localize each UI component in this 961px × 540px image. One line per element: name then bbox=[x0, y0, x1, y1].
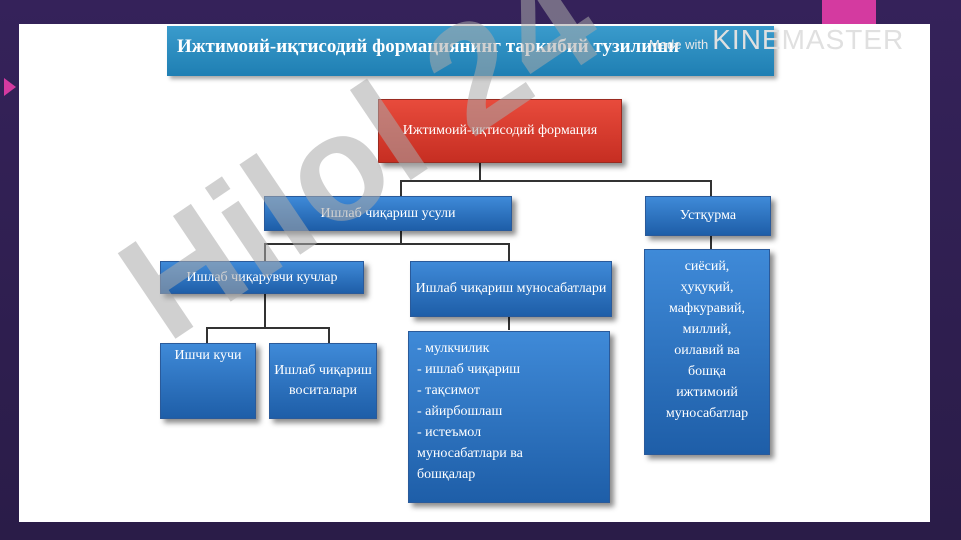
list-item: - айирбошлаш bbox=[417, 404, 503, 419]
slide-canvas: Ижтимоий-иқтисодий формациянинг таркибий… bbox=[19, 24, 930, 522]
connector bbox=[479, 163, 481, 181]
connector bbox=[264, 243, 266, 261]
node-relations-label: Ишлаб чиқариш муносабатлари bbox=[415, 281, 607, 296]
connector bbox=[400, 180, 712, 182]
list-item: муносабатлар bbox=[665, 406, 749, 421]
connector bbox=[264, 243, 510, 245]
node-productive-forces: Ишлаб чиқарувчи кучлар bbox=[160, 261, 364, 294]
list-item: оилавий ва bbox=[674, 343, 740, 358]
list-item: ижтимоий bbox=[676, 385, 738, 400]
list-item: бошқа bbox=[688, 364, 726, 379]
node-workforce-label: Ишчи кучи bbox=[174, 348, 242, 363]
watermark-made-with: Made with bbox=[649, 37, 709, 52]
list-item: бошқалар bbox=[417, 467, 476, 482]
connector bbox=[508, 243, 510, 261]
node-production-relations: Ишлаб чиқариш муносабатлари bbox=[410, 261, 612, 317]
connector bbox=[710, 235, 712, 249]
node-workforce: Ишчи кучи bbox=[160, 343, 256, 419]
page-title: Ижтимоий-иқтисодий формациянинг таркибий… bbox=[177, 36, 680, 57]
connector bbox=[206, 327, 330, 329]
connector bbox=[264, 292, 266, 328]
node-means-label: Ишлаб чиқариш воситалари bbox=[274, 363, 372, 398]
node-superstructure-label: Устқурма bbox=[679, 208, 737, 223]
list-item: миллий, bbox=[682, 322, 732, 337]
slide-marker-arrow-icon bbox=[4, 78, 16, 96]
connector bbox=[508, 316, 510, 330]
connector bbox=[400, 180, 402, 196]
node-formation: Ижтимоий-иқтисодий формация bbox=[378, 99, 622, 163]
node-superstructure: Устқурма bbox=[645, 196, 771, 236]
node-mode-label: Ишлаб чиқариш усули bbox=[320, 205, 456, 221]
connector bbox=[400, 230, 402, 244]
list-item: - ишлаб чиқариш bbox=[417, 362, 521, 377]
node-superstructure-list: сиёсий, ҳуқуқий, мафкуравий, миллий, оил… bbox=[644, 249, 770, 455]
accent-tab bbox=[822, 0, 876, 24]
node-formation-label: Ижтимоий-иқтисодий формация bbox=[402, 123, 598, 138]
connector bbox=[328, 327, 330, 343]
node-means-of-production: Ишлаб чиқариш воситалари bbox=[269, 343, 377, 419]
list-item: муносабатлари ва bbox=[417, 446, 523, 461]
connector bbox=[710, 180, 712, 196]
connector bbox=[206, 327, 208, 343]
kinemaster-watermark: Made with KINEMASTER bbox=[649, 24, 904, 56]
list-item: ҳуқуқий, bbox=[680, 280, 734, 295]
watermark-brand: KINEMASTER bbox=[712, 24, 905, 55]
list-item: сиёсий, bbox=[684, 259, 730, 274]
title-bar: Ижтимоий-иқтисодий формациянинг таркибий… bbox=[167, 26, 774, 76]
list-item: мафкуравий, bbox=[669, 301, 745, 316]
list-item: - тақсимот bbox=[417, 383, 480, 398]
node-relations-list: - мулкчилик - ишлаб чиқариш - тақсимот -… bbox=[408, 331, 610, 503]
list-item: - мулкчилик bbox=[417, 341, 490, 356]
list-item: - истеъмол bbox=[417, 425, 482, 440]
node-mode-of-production: Ишлаб чиқариш усули bbox=[264, 196, 512, 231]
node-productive-forces-label: Ишлаб чиқарувчи кучлар bbox=[186, 269, 338, 285]
